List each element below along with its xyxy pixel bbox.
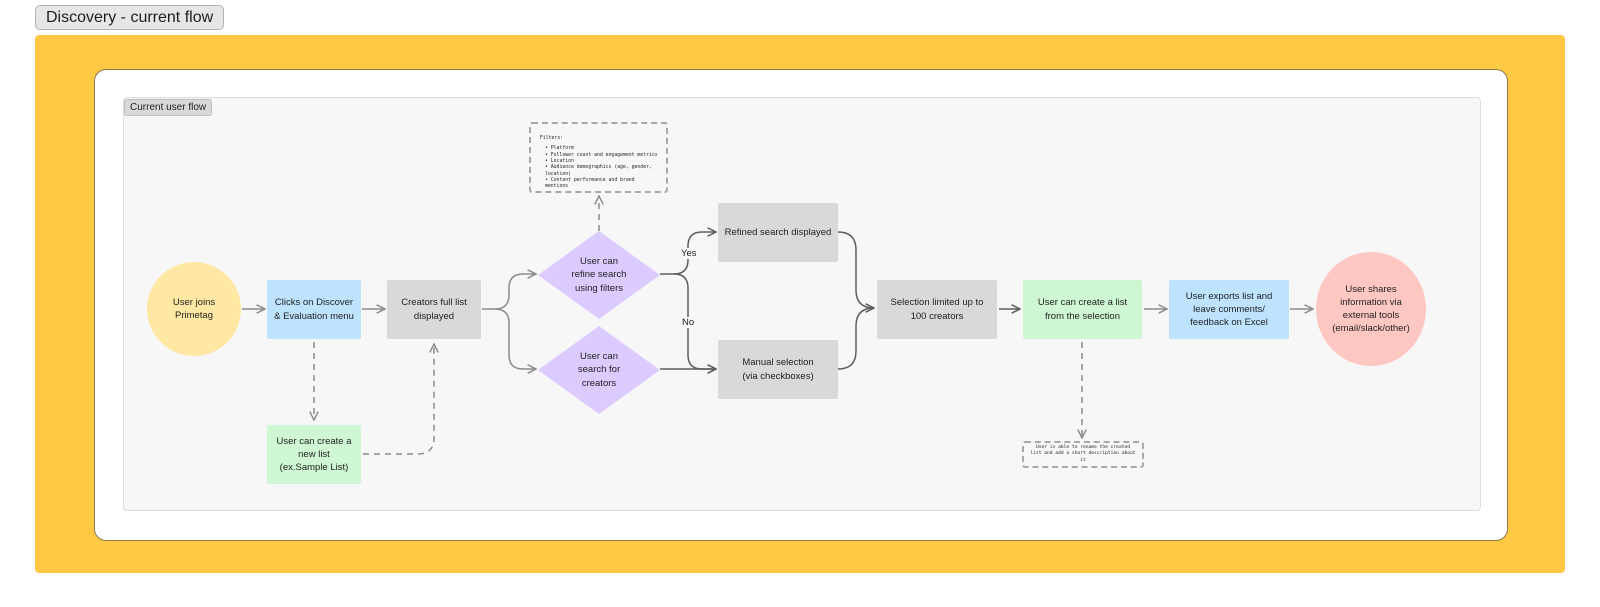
- node-create-list-from-selection[interactable]: User can create a list from the selectio…: [1023, 280, 1142, 339]
- flow-section-label[interactable]: Current user flow: [124, 99, 213, 116]
- node-clicks-discover[interactable]: Clicks on Discover & Evaluation menu: [267, 280, 361, 339]
- filters-list-item: Audience demographics (age, gender, loca…: [545, 165, 658, 178]
- node-selection-limited[interactable]: Selection limited up to 100 creators: [877, 280, 997, 339]
- node-refined-search-displayed[interactable]: Refined search displayed: [718, 203, 838, 262]
- edge-full-list-to-search: [494, 308, 536, 369]
- filters-list-item: Follower count and engagement metrics: [545, 153, 658, 159]
- edge-full-list-to-refine: [482, 274, 536, 310]
- node-creators-full-list[interactable]: Creators full list displayed: [387, 280, 481, 339]
- node-search-creators-label: User can search for creators: [577, 351, 621, 389]
- filters-list-item: Content performance and brand mentions: [545, 178, 658, 191]
- node-shares-information[interactable]: User shares information via external too…: [1316, 252, 1426, 366]
- filters-list-item: Platform: [545, 146, 658, 152]
- rename-note[interactable]: User is able to rename the created list …: [1022, 441, 1144, 468]
- edge-manual-to-selection: [837, 307, 875, 370]
- node-refine-search-label: User can refine search using filters: [571, 256, 627, 294]
- filters-note-title: Filters:: [540, 136, 564, 141]
- filters-list-item: Location: [545, 159, 658, 165]
- edge-label-yes: Yes: [680, 248, 698, 259]
- edge-new-list-to-full-list: [363, 344, 434, 455]
- diamond-shape: [538, 231, 660, 319]
- node-exports-list[interactable]: User exports list and leave comments/ fe…: [1169, 280, 1289, 339]
- edge-refined-to-selection: [837, 231, 874, 308]
- section-title[interactable]: Discovery - current flow: [35, 5, 225, 30]
- node-user-joins[interactable]: User joins Primetag: [147, 262, 241, 356]
- filters-list: Platform Follower count and engagement m…: [540, 146, 658, 190]
- node-manual-selection[interactable]: Manual selection (via checkboxes): [718, 340, 838, 399]
- node-refine-search[interactable]: User can refine search using filters: [538, 231, 660, 319]
- node-create-new-list[interactable]: User can create a new list (ex.Sample Li…: [267, 425, 361, 484]
- node-search-creators[interactable]: User can search for creators: [538, 326, 660, 414]
- diamond-shape: [538, 326, 660, 414]
- filters-note[interactable]: Filters: Platform Follower count and eng…: [529, 122, 668, 193]
- edge-label-no: No: [681, 317, 696, 328]
